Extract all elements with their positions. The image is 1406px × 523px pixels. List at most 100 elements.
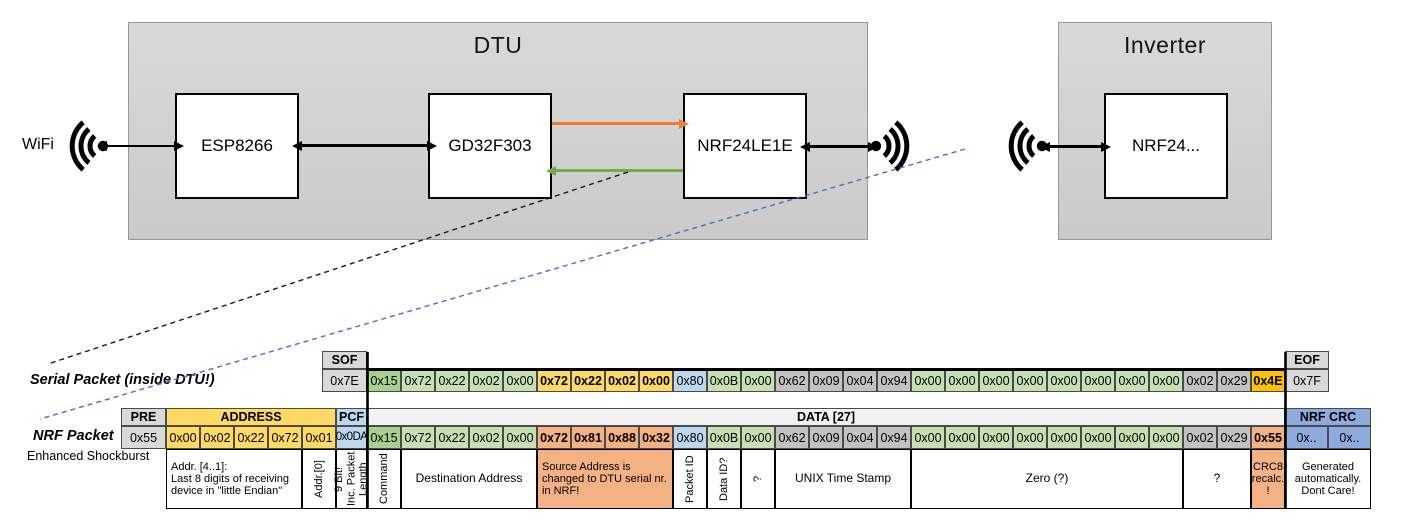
byte-cell: 0x55: [1251, 426, 1285, 449]
byte-cell: 0x02: [200, 426, 234, 449]
byte-cell: 0x0B: [707, 426, 741, 449]
byte-cell: 0x72: [537, 426, 571, 449]
byte-cell: 0x00: [945, 426, 979, 449]
byte-cell: 0x72: [401, 426, 435, 449]
byte-cell: 0x72: [401, 369, 435, 392]
byte-cell: 0x02: [1183, 369, 1217, 392]
byte-cell: 0x00: [166, 426, 200, 449]
byte-cell: 0x04: [843, 369, 877, 392]
annotation-cell: Source Address is changed to DTU serial …: [537, 449, 673, 509]
annotation-cell: Generated automatically. Dont Care!: [1285, 449, 1371, 509]
byte-cell: 0x02: [1183, 426, 1217, 449]
nrf-crc-bytes: 0x..0x..: [1285, 426, 1371, 449]
byte-cell: 0x80: [673, 426, 707, 449]
arrow-nrf24le1e-wifi: [809, 145, 869, 148]
byte-cell: 0x00: [503, 369, 537, 392]
byte-cell: 0x22: [435, 369, 469, 392]
byte-cell: 0x22: [435, 426, 469, 449]
byte-cell: 0x29: [1217, 369, 1251, 392]
byte-cell: 0x00: [1149, 369, 1183, 392]
nrf-annotations: Addr. [4..1]: Last 8 digits of receiving…: [166, 449, 1371, 509]
byte-cell: 0x..: [1285, 426, 1328, 449]
pre-byte: 0x55: [121, 426, 166, 449]
byte-cell: 0x4E: [1251, 369, 1285, 392]
byte-cell: 0x72: [537, 369, 571, 392]
byte-cell: 0x94: [877, 426, 911, 449]
byte-cell: 0x00: [1081, 426, 1115, 449]
annotation-cell: ?: [741, 449, 775, 509]
byte-cell: 0x00: [1115, 369, 1149, 392]
nrf-header-row: PRE ADDRESS PCF DATA [27] NRF CRC: [121, 408, 1371, 426]
nrf-packet-label: NRF Packet: [33, 428, 114, 444]
annotation-cell: Command: [367, 449, 401, 509]
nrf-packet-table: PRE ADDRESS PCF DATA [27] NRF CRC 0x55 0…: [121, 408, 1371, 509]
byte-cell: 0x80: [673, 369, 707, 392]
address-header: ADDRESS: [166, 408, 336, 426]
byte-cell: 0x72: [268, 426, 302, 449]
byte-cell: 0x81: [571, 426, 605, 449]
annotation-cell: Destination Address: [401, 449, 537, 509]
byte-cell: 0x00: [979, 369, 1013, 392]
byte-cell: 0x94: [877, 369, 911, 392]
byte-cell: 0x15: [367, 426, 401, 449]
byte-cell: 0x22: [571, 369, 605, 392]
annotation-cell: Addr. [4..1]: Last 8 digits of receiving…: [166, 449, 302, 509]
byte-cell: 0x00: [1149, 426, 1183, 449]
byte-cell: 0x00: [1013, 369, 1047, 392]
annotation-cell: Addr.[0]: [302, 449, 336, 509]
annotation-cell: Zero (?): [911, 449, 1183, 509]
serial-packet-label: Serial Packet (inside DTU!): [30, 372, 215, 388]
annotation-cell: 9 Bit! Inc. Packet Length: [333, 449, 370, 509]
annotation-cell: UNIX Time Stamp: [775, 449, 911, 509]
serial-header-row: SOF EOF: [322, 351, 1329, 369]
chip-nrf24le1e: NRF24LE1E: [683, 93, 807, 199]
dtu-title: DTU: [473, 32, 523, 58]
byte-cell: 0x01: [302, 426, 336, 449]
byte-cell: 0x09: [809, 426, 843, 449]
byte-cell: 0x00: [1047, 426, 1081, 449]
byte-cell: 0x0B: [707, 369, 741, 392]
byte-cell: 0x00: [1081, 369, 1115, 392]
byte-cell: 0x..: [1328, 426, 1371, 449]
byte-cell: 0x02: [469, 369, 503, 392]
chip-gd32f303: GD32F303: [428, 93, 552, 199]
byte-cell: 0x09: [809, 369, 843, 392]
annotation-cell: Packet ID: [673, 449, 707, 509]
eof-header: EOF: [1285, 351, 1329, 369]
byte-cell: 0x15: [367, 369, 401, 392]
pre-header: PRE: [121, 408, 166, 426]
eof-byte: 0x7F: [1285, 369, 1329, 392]
nrf-crc-header: NRF CRC: [1285, 408, 1371, 426]
byte-cell: 0x00: [639, 369, 673, 392]
data-header: DATA [27]: [367, 408, 1285, 426]
byte-cell: 0x00: [945, 369, 979, 392]
byte-cell: 0x02: [469, 426, 503, 449]
annotation-cell: ?: [1183, 449, 1251, 509]
byte-cell: 0x22: [234, 426, 268, 449]
byte-cell: 0x04: [843, 426, 877, 449]
byte-cell: 0x00: [911, 426, 945, 449]
inverter-title: Inverter: [1124, 32, 1206, 58]
annotation-cell: Data ID?: [707, 449, 741, 509]
pcf-header: PCF: [336, 408, 367, 426]
byte-cell: 0x00: [741, 369, 775, 392]
byte-cell: 0x00: [1013, 426, 1047, 449]
byte-cell: 0x88: [605, 426, 639, 449]
byte-cell: 0x00: [1115, 426, 1149, 449]
byte-cell: 0x62: [775, 426, 809, 449]
byte-cell: 0x00: [1047, 369, 1081, 392]
nrf-packet-sublabel: Enhanced Shockburst: [27, 449, 150, 463]
byte-cell: 0x02: [605, 369, 639, 392]
arrow-esp8266-gd32f303: [301, 144, 428, 147]
sof-byte: 0x7E: [322, 369, 367, 392]
byte-cell: 0x00: [741, 426, 775, 449]
chip-nrf24-inverter: NRF24...: [1104, 93, 1228, 199]
sof-header: SOF: [322, 351, 367, 369]
